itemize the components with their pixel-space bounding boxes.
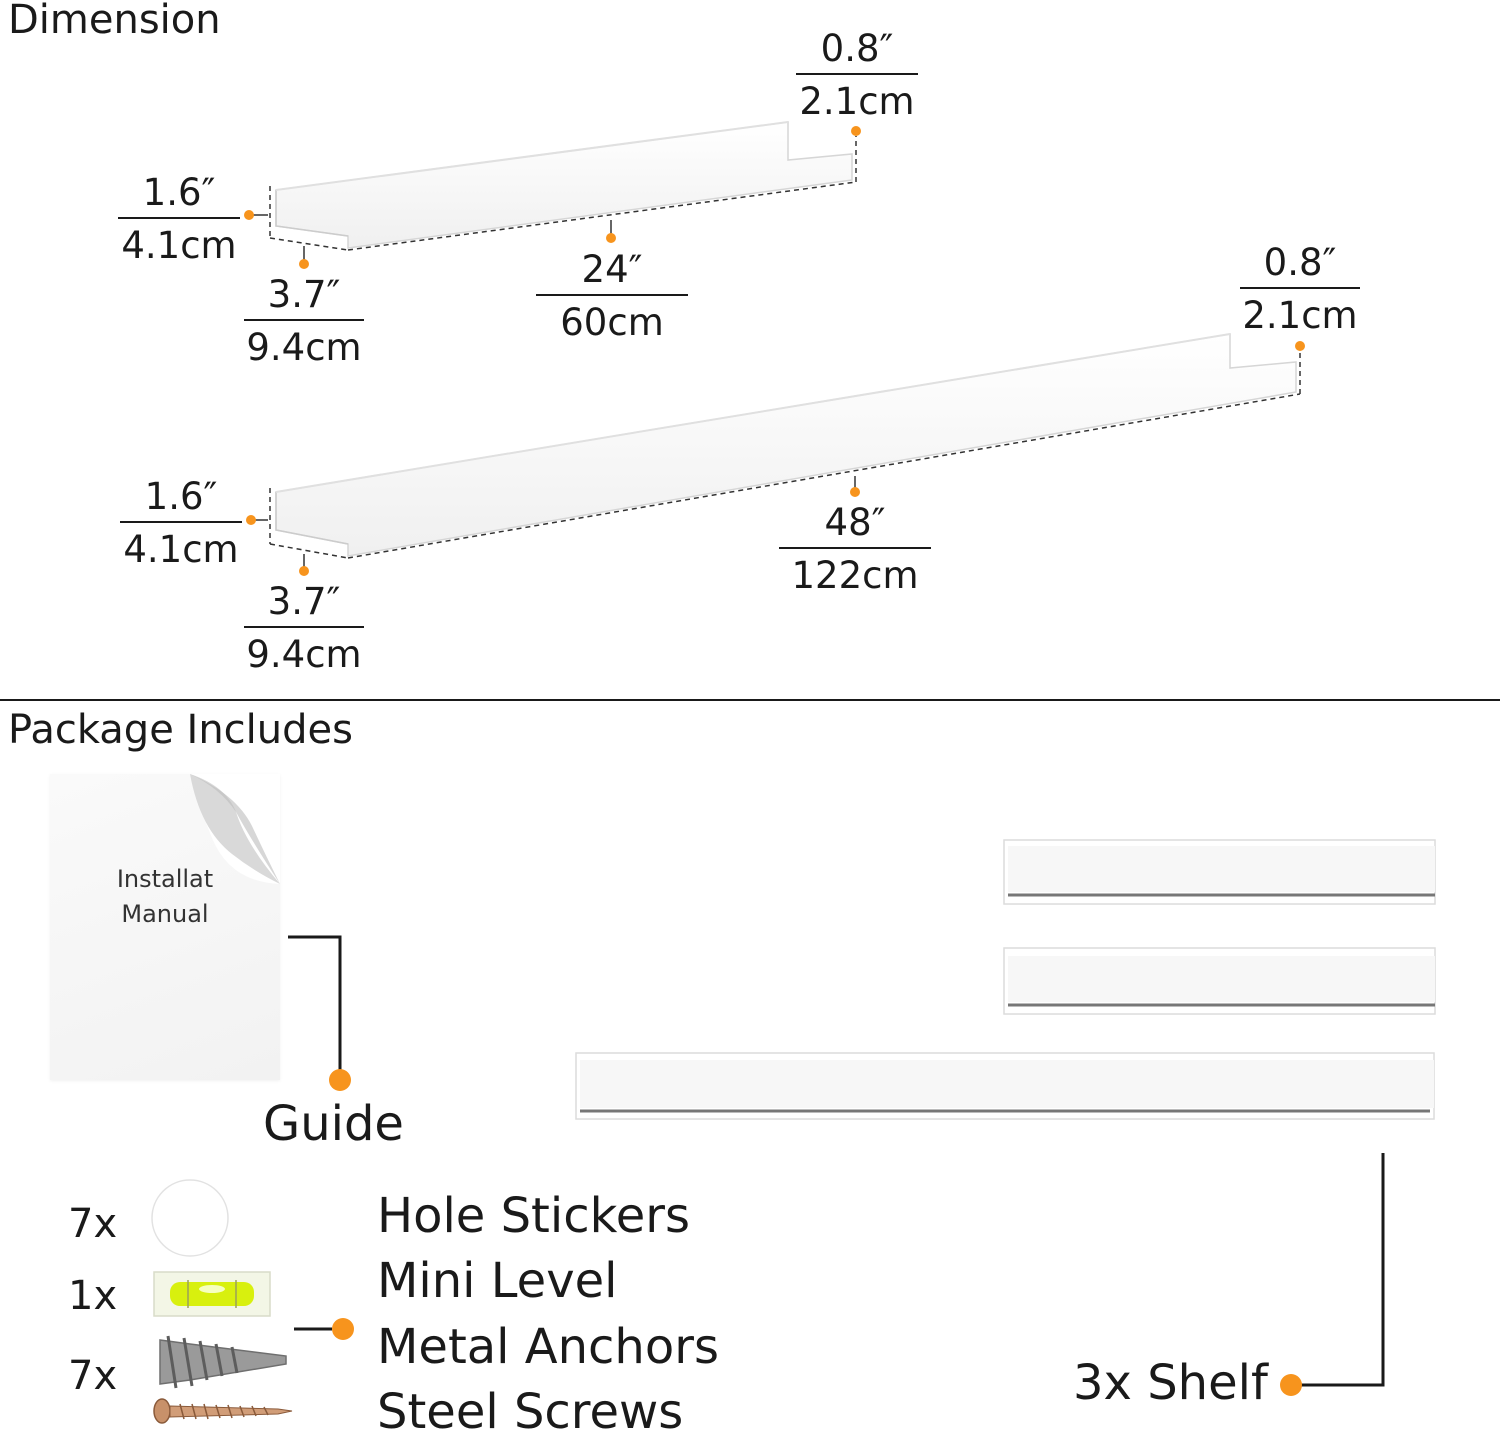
shelf-48-lip-cm: 2.1cm xyxy=(1242,294,1358,337)
dimension-rule xyxy=(118,217,240,219)
shelf-48-depth-dimension: 3.7″ 9.4cm xyxy=(244,583,364,673)
shelf-24-depth-dimension: 3.7″ 9.4cm xyxy=(244,276,364,366)
shelf-48-depth-inch: 3.7″ xyxy=(267,580,341,623)
shelf-48-height-dimension: 1.6″ 4.1cm xyxy=(120,478,242,568)
shelf-24-length-dimension: 24″ 60cm xyxy=(536,251,688,341)
shelf-24-length-cm: 60cm xyxy=(560,301,664,344)
package-shelf-2 xyxy=(1003,947,1436,1015)
mini-level-icon xyxy=(153,1271,271,1317)
shelf-24-illustration xyxy=(275,121,853,249)
metal-anchors-label: Metal Anchors xyxy=(377,1319,719,1375)
shelf-24-depth-marker xyxy=(299,259,309,269)
dimension-rule xyxy=(1240,287,1360,289)
shelf-24-length-inch: 24″ xyxy=(581,248,643,291)
shelf-48-height-inch: 1.6″ xyxy=(144,475,218,518)
manual-text-line2: Manual xyxy=(121,900,209,928)
shelf-48-height-cm: 4.1cm xyxy=(123,528,239,571)
dimension-rule xyxy=(796,73,918,75)
shelf-24-height-cm: 4.1cm xyxy=(121,224,237,267)
manual-text-line1: Installat xyxy=(116,865,214,893)
section-divider xyxy=(0,699,1500,701)
steel-screws-label: Steel Screws xyxy=(377,1384,684,1440)
shelf-48-lip-dimension: 0.8″ 2.1cm xyxy=(1240,244,1360,334)
shelf-48-dimension-lines xyxy=(269,350,1301,559)
shelf-24-height-dimension: 1.6″ 4.1cm xyxy=(118,174,240,264)
shelf-24-depth-cm: 9.4cm xyxy=(246,326,362,369)
package-shelf-1 xyxy=(1003,839,1436,905)
dimension-title: Dimension xyxy=(8,0,221,43)
shelf-48-height-marker xyxy=(246,515,256,525)
dimension-rule xyxy=(244,626,364,628)
mini-level-count: 1x xyxy=(68,1273,118,1319)
guide-label: Guide xyxy=(263,1096,404,1152)
shelf-48-length-inch: 48″ xyxy=(824,501,886,544)
shelf-48-length-cm: 122cm xyxy=(791,554,919,597)
installation-manual-image: Installat Manual xyxy=(50,774,280,1080)
shelf-24-lip-marker xyxy=(851,126,861,136)
page-curl-icon xyxy=(190,774,280,884)
shelf-48-length-marker xyxy=(850,487,860,497)
hardware-marker xyxy=(332,1318,354,1340)
package-shelf-3 xyxy=(575,1052,1435,1120)
shelf-24-lip-inch: 0.8″ xyxy=(820,27,894,70)
shelf-48-illustration xyxy=(275,333,1297,557)
shelf-24-lip-cm: 2.1cm xyxy=(799,80,915,123)
shelf-24-dimension-lines xyxy=(269,136,857,251)
steel-screw-icon xyxy=(153,1398,293,1424)
package-title: Package Includes xyxy=(8,707,353,753)
dimension-rule xyxy=(536,294,688,296)
shelf-48-lip-inch: 0.8″ xyxy=(1263,241,1337,284)
shelf-48-length-dimension: 48″ 122cm xyxy=(779,504,931,594)
shelf-48-depth-cm: 9.4cm xyxy=(246,633,362,676)
shelf-24-depth-inch: 3.7″ xyxy=(267,273,341,316)
hole-stickers-label: Hole Stickers xyxy=(377,1188,690,1244)
hole-stickers-count: 7x xyxy=(68,1201,118,1247)
dimension-rule xyxy=(244,319,364,321)
shelf-24-height-inch: 1.6″ xyxy=(142,171,216,214)
shelf-count-label: 3x Shelf xyxy=(1073,1355,1268,1411)
guide-marker xyxy=(329,1069,351,1091)
shelf-marker xyxy=(1280,1374,1302,1396)
shelf-48-lip-marker xyxy=(1295,341,1305,351)
dimension-rule xyxy=(120,521,242,523)
shelf-24-lip-dimension: 0.8″ 2.1cm xyxy=(796,30,918,120)
metal-anchor-icon xyxy=(159,1335,287,1389)
mini-level-label: Mini Level xyxy=(377,1253,618,1309)
hole-sticker-icon xyxy=(151,1179,229,1257)
shelf-48-depth-marker xyxy=(299,566,309,576)
shelf-24-length-marker xyxy=(606,233,616,243)
dimension-rule xyxy=(779,547,931,549)
shelf-24-height-marker xyxy=(244,210,254,220)
metal-anchors-count: 7x xyxy=(68,1353,118,1399)
